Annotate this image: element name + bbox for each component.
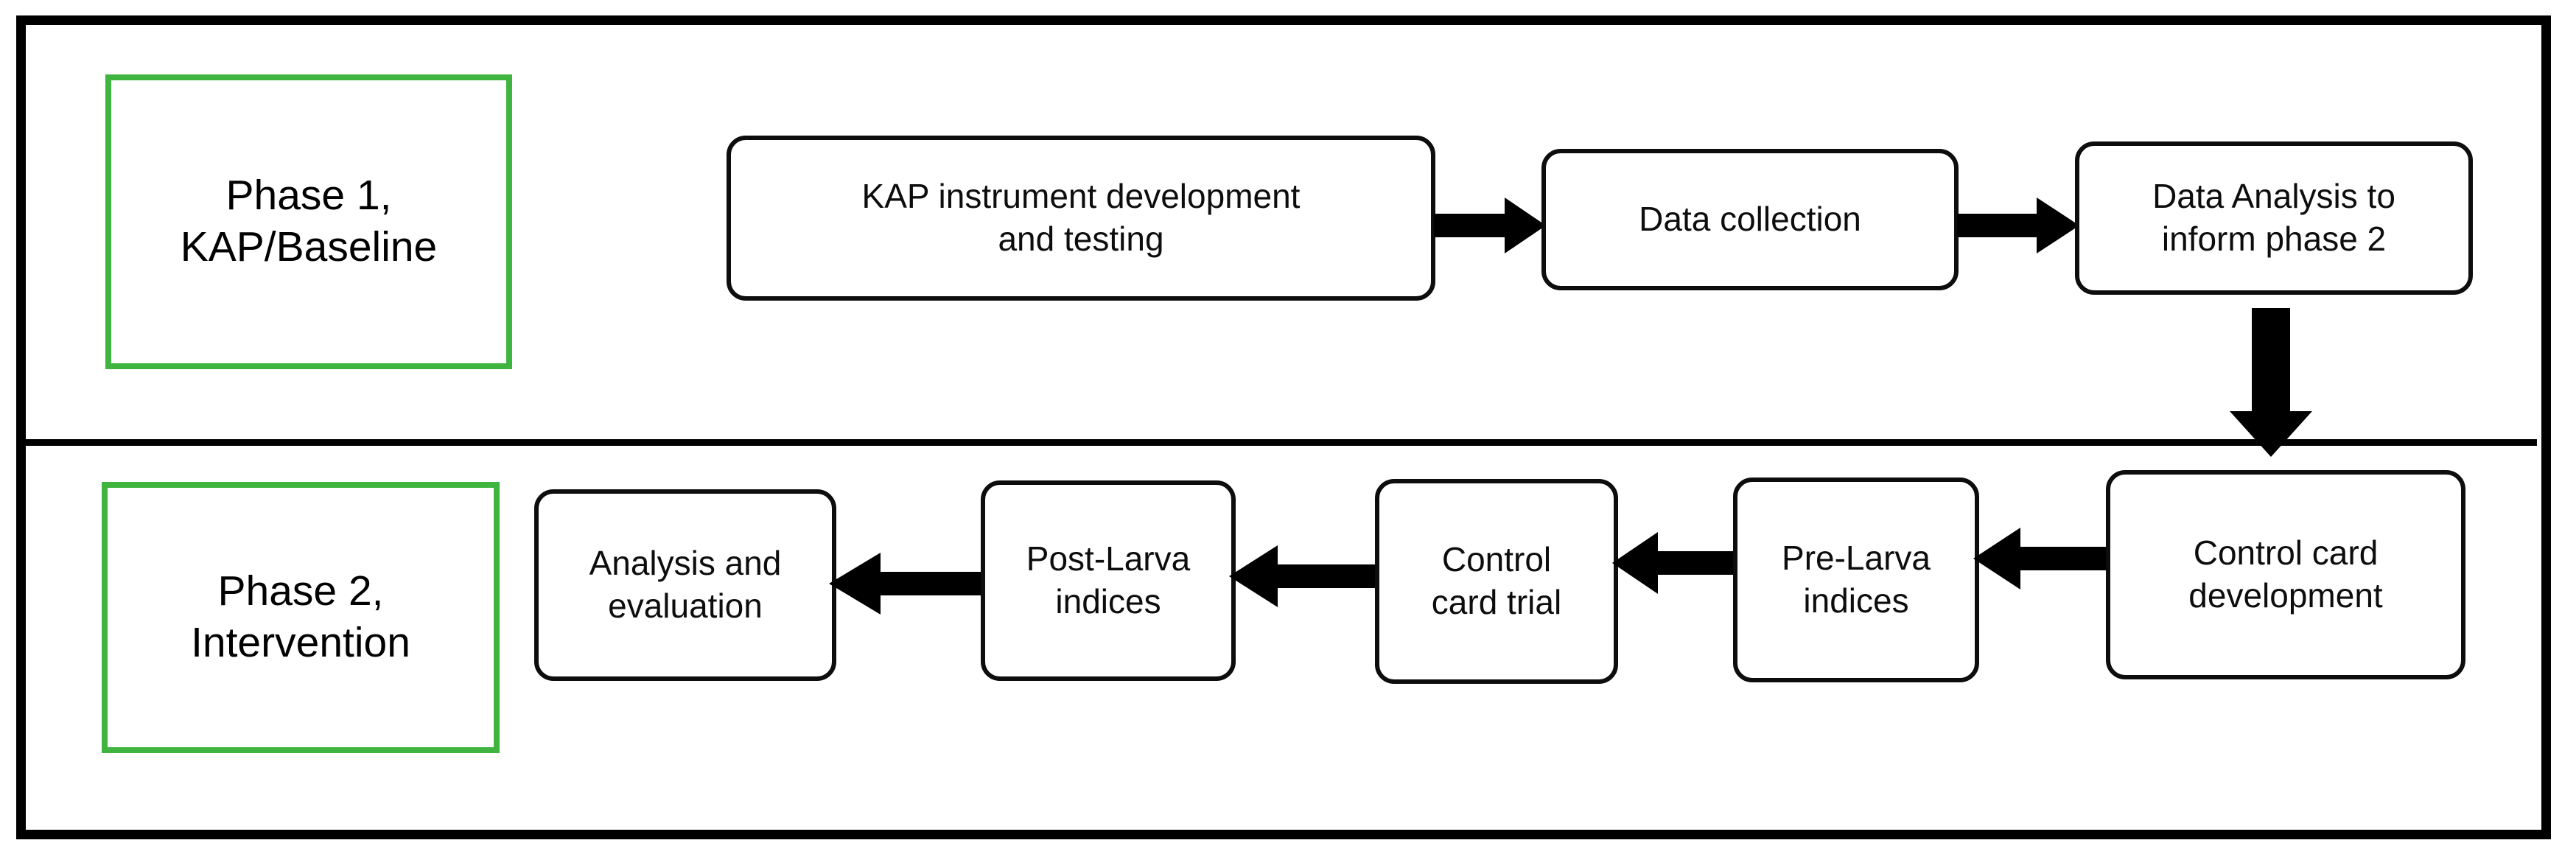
phase-2-label-box: Phase 2, Intervention [102,482,500,753]
block-arrow-down-icon [2230,308,2312,457]
step-data-collection[interactable]: Data collection [1541,149,1959,290]
block-arrow-right-icon [1434,197,1546,253]
step-data-analysis-label: Data Analysis to inform phase 2 [2152,177,2395,258]
step-control-card-development-label: Control card development [2188,534,2383,615]
phase-divider-line [26,439,2537,446]
block-arrow-left-icon [1612,532,1739,594]
step-control-card-trial-label: Control card trial [1431,540,1562,621]
block-arrow-right-icon [1957,197,2079,253]
step-pre-larva-indices-label: Pre-Larva indices [1782,539,1931,620]
step-post-larva-indices[interactable]: Post-Larva indices [981,480,1236,681]
step-kap-instrument[interactable]: KAP instrument development and testing [727,136,1435,301]
phase-1-label-text: Phase 1, KAP/Baseline [180,172,438,270]
block-arrow-left-icon [1973,528,2112,590]
step-data-analysis[interactable]: Data Analysis to inform phase 2 [2075,141,2473,295]
block-arrow-left-icon [1229,545,1381,607]
phase-1-label-box: Phase 1, KAP/Baseline [105,74,512,369]
block-arrow-left-icon [829,553,987,615]
step-pre-larva-indices[interactable]: Pre-Larva indices [1733,478,1979,682]
step-analysis-and-evaluation-label: Analysis and evaluation [589,544,782,625]
phase-2-label-text: Phase 2, Intervention [191,567,410,666]
step-kap-instrument-label: KAP instrument development and testing [861,177,1301,258]
step-control-card-trial[interactable]: Control card trial [1375,479,1618,684]
step-post-larva-indices-label: Post-Larva indices [1026,539,1191,620]
step-analysis-and-evaluation[interactable]: Analysis and evaluation [534,489,836,681]
step-control-card-development[interactable]: Control card development [2106,470,2465,679]
step-data-collection-label: Data collection [1639,200,1861,239]
